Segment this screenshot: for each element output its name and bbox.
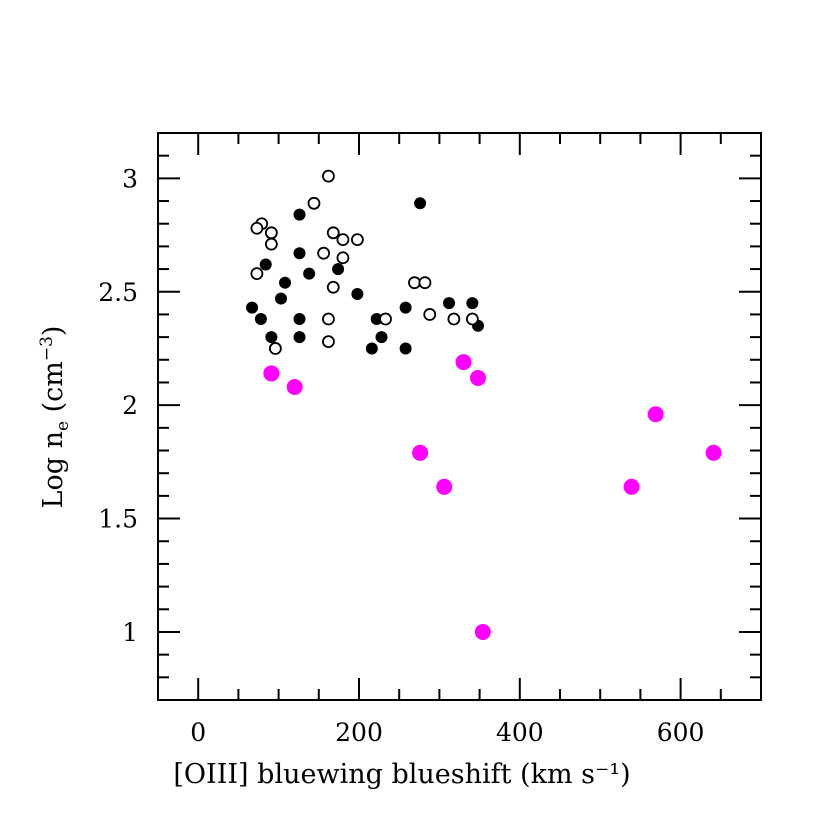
filled-circle-point — [293, 312, 306, 325]
x-tick-label: 400 — [496, 718, 544, 747]
data-points — [246, 169, 722, 640]
y-tick-label: 3 — [122, 164, 138, 193]
y-tick-label: 2 — [122, 391, 138, 420]
magenta-point — [286, 379, 303, 396]
y-label-main: Log n — [38, 431, 69, 508]
filled-circle-point — [254, 312, 267, 325]
filled-circle-point — [466, 297, 479, 310]
open-circle-point — [326, 226, 340, 240]
filled-circle-point — [399, 342, 412, 355]
filled-circle-point — [259, 258, 272, 271]
plot-frame — [157, 132, 762, 701]
open-circle-point — [336, 251, 350, 265]
filled-circle-point — [275, 292, 288, 305]
minor-ticks — [157, 132, 762, 701]
open-circle-point — [418, 276, 432, 290]
open-circle-point — [307, 196, 321, 210]
x-tick-labels: 0 200 400 600 — [190, 718, 704, 747]
open-circle-point — [250, 267, 264, 281]
magenta-point — [436, 478, 453, 495]
magenta-point — [263, 365, 280, 382]
open-circle-point — [250, 221, 264, 235]
y-tick-label: 2.5 — [98, 278, 138, 307]
y-label-superscript: −3 — [37, 336, 57, 361]
filled-circle-point — [365, 342, 378, 355]
open-circle-point — [350, 233, 364, 246]
filled-circle-point — [375, 331, 388, 344]
x-tick-label: 600 — [657, 718, 705, 747]
filled-circle-point — [246, 301, 259, 314]
filled-circle-point — [351, 288, 364, 301]
open-circle-point — [264, 237, 278, 251]
filled-circle-point — [370, 312, 383, 325]
open-circle-point — [408, 276, 421, 290]
open-circle-point — [322, 312, 335, 326]
open-circle-point — [465, 312, 479, 326]
magenta-point — [647, 406, 664, 423]
open-circle-point — [326, 280, 340, 294]
magenta-point — [705, 444, 722, 461]
y-axis-label: Log ne (cm−3) — [37, 326, 73, 509]
y-tick-labels: 1 1.5 2 2.5 3 — [98, 164, 138, 647]
open-circle-point — [447, 312, 461, 326]
filled-circle-point — [303, 267, 316, 280]
filled-circle-point — [332, 263, 345, 276]
filled-circle-point — [293, 208, 306, 221]
y-label-unit: (cm — [38, 361, 69, 412]
magenta-point — [623, 478, 640, 495]
open-circle-point — [264, 226, 278, 240]
filled-circle-point — [443, 297, 456, 310]
open-circle-point — [379, 312, 392, 326]
open-circle-point — [322, 335, 335, 349]
y-label-subscript: e — [53, 421, 73, 431]
magenta-point — [455, 354, 472, 371]
x-tick-label: 200 — [335, 718, 383, 747]
open-circle-point — [317, 246, 331, 260]
filled-circle-point — [293, 331, 306, 344]
y-tick-label: 1 — [122, 618, 138, 647]
filled-circle-point — [279, 276, 292, 289]
open-circle-point — [336, 233, 350, 246]
open-circle-point — [423, 308, 437, 321]
filled-circle-point — [414, 197, 427, 210]
open-circle-point — [268, 342, 282, 355]
y-label-close: ) — [38, 326, 69, 337]
magenta-point — [474, 623, 491, 640]
open-circle-point — [322, 169, 335, 183]
major-ticks — [158, 133, 761, 700]
x-axis-label: [OIII] bluewing blueshift (km s⁻¹) — [173, 759, 630, 790]
filled-circle-point — [293, 247, 306, 260]
magenta-point — [412, 444, 429, 461]
x-tick-label: 0 — [190, 718, 206, 747]
filled-circle-point — [265, 331, 278, 344]
y-tick-label: 1.5 — [98, 505, 138, 534]
filled-circle-point — [399, 301, 412, 314]
magenta-point — [469, 369, 486, 386]
